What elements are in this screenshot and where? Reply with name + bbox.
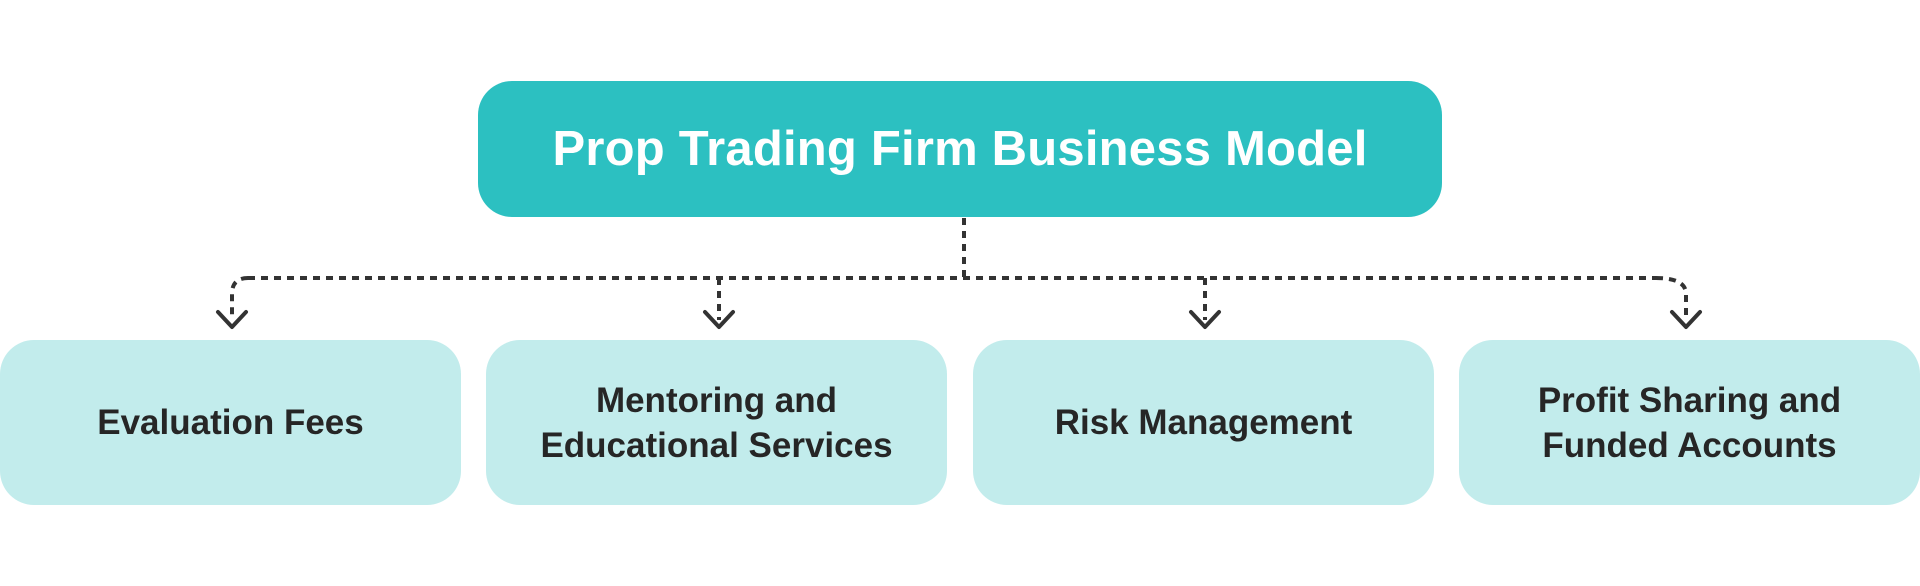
connector-branch-profit-sharing: [1655, 276, 1688, 320]
child-node-evaluation-fees: Evaluation Fees: [0, 340, 461, 505]
child-node-label: Evaluation Fees: [97, 403, 364, 442]
root-node: Prop Trading Firm Business Model: [478, 81, 1442, 217]
arrowhead-risk-management: [1189, 310, 1221, 329]
child-node-label: Profit Sharing and Funded Accounts: [1537, 380, 1842, 465]
child-node-mentoring-educational-services: Mentoring and Educational Services: [486, 340, 947, 505]
child-node-profit-sharing-funded-accounts: Profit Sharing and Funded Accounts: [1459, 340, 1920, 505]
arrowhead-evaluation-fees: [216, 310, 248, 329]
child-node-label: Mentoring and Educational Services: [540, 380, 893, 465]
child-node-label: Risk Management: [1054, 403, 1353, 442]
root-node-label: Prop Trading Firm Business Model: [552, 122, 1368, 176]
arrowhead-mentoring: [703, 310, 735, 329]
arrowhead-profit-sharing: [1670, 310, 1702, 329]
child-node-risk-management: Risk Management: [973, 340, 1434, 505]
connector-branch-evaluation-fees: [230, 276, 249, 320]
